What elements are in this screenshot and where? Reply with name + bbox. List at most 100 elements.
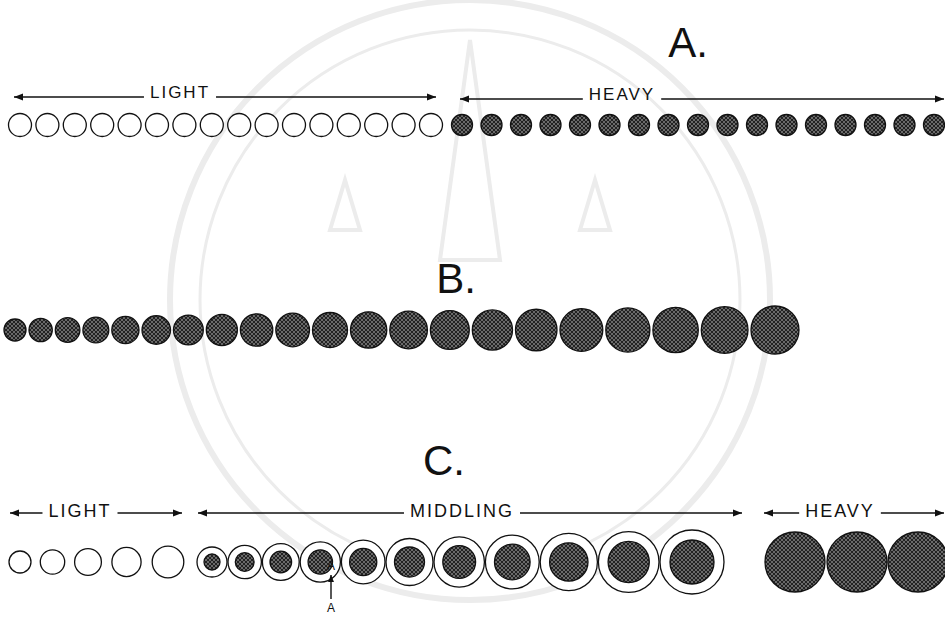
bracket-line [118, 512, 183, 513]
heavy-particle [55, 318, 80, 343]
heavy-particle [653, 307, 698, 352]
heavy-particle [29, 318, 52, 341]
light-particle [386, 539, 433, 586]
heavy-particle [270, 551, 292, 573]
class-label: HEAVY [589, 86, 655, 103]
bracket-line [14, 96, 144, 97]
light-particle [262, 544, 299, 581]
bracket-line [520, 512, 742, 513]
light-particle [9, 551, 31, 573]
light-particle [337, 114, 360, 137]
light-particle [173, 114, 196, 137]
heavy-particle [83, 317, 109, 343]
light-particle [36, 114, 59, 137]
bracket-arrowhead [10, 510, 19, 517]
heavy-particle [240, 314, 272, 346]
range-bracket [14, 96, 436, 97]
heavy-particle [395, 547, 425, 577]
light-particle [200, 114, 223, 137]
class-label: HEAVY [805, 502, 875, 520]
heavy-particle [276, 313, 310, 347]
light-particle [197, 547, 227, 577]
bracket-line [881, 512, 944, 513]
light-particle [228, 114, 251, 137]
light-particle [420, 114, 443, 137]
heavy-particle [701, 307, 748, 354]
heavy-particle [350, 548, 377, 575]
light-particle [152, 546, 184, 578]
heavy-particle [481, 115, 502, 136]
heavy-particle [806, 115, 827, 136]
bracket-arrowhead [460, 96, 469, 103]
watermark-seal [170, 0, 770, 600]
marker-arrowhead [328, 575, 334, 582]
light-particle [255, 114, 278, 137]
heavy-particle [142, 316, 171, 345]
heavy-particle [865, 115, 886, 136]
light-particle [660, 530, 724, 594]
heavy-particle [827, 532, 887, 592]
marker-letter: A [327, 602, 335, 614]
heavy-particle [174, 315, 204, 345]
heavy-particle [443, 546, 476, 579]
heavy-particle [606, 308, 650, 352]
row-letter: B. [436, 258, 476, 300]
heavy-particle [313, 313, 348, 348]
bracket-arrowhead [427, 94, 436, 101]
heavy-particle [924, 115, 945, 136]
bracket-line [460, 98, 583, 99]
light-particle [283, 114, 306, 137]
heavy-particle [390, 311, 428, 349]
heavy-particle [747, 115, 768, 136]
light-particle [300, 542, 340, 582]
class-label: MIDDLING [410, 502, 514, 520]
light-particle [228, 545, 261, 578]
bracket-arrowhead [733, 510, 742, 517]
bracket-arrowhead [764, 510, 773, 517]
range-bracket [460, 98, 944, 99]
light-particle [91, 114, 114, 137]
light-particle [118, 114, 141, 137]
light-particle [392, 114, 415, 137]
bracket-arrowhead [935, 510, 944, 517]
light-particle [434, 537, 484, 587]
light-particle [40, 550, 64, 574]
class-label: LIGHT [48, 502, 111, 520]
row-letter: C. [423, 440, 465, 482]
heavy-particle [688, 115, 709, 136]
bracket-line [661, 98, 944, 99]
light-particle [341, 540, 385, 584]
heavy-particle [430, 311, 469, 350]
heavy-particle [776, 115, 797, 136]
light-particle [75, 549, 102, 576]
heavy-particle [472, 310, 512, 350]
heavy-particle [235, 553, 254, 572]
heavy-particle [894, 115, 915, 136]
heavy-particle [658, 115, 679, 136]
heavy-particle [570, 115, 591, 136]
light-particle [310, 114, 333, 137]
light-particle [485, 535, 539, 589]
heavy-particle [550, 543, 588, 581]
heavy-particle [888, 532, 945, 592]
light-particle [146, 114, 169, 137]
heavy-particle [717, 115, 738, 136]
bracket-arrowhead [935, 96, 944, 103]
marker-letter: A [327, 560, 335, 572]
heavy-particle [765, 532, 825, 592]
bracket-arrowhead [173, 510, 182, 517]
light-particle [63, 114, 86, 137]
heavy-particle [608, 541, 649, 582]
heavy-particle [670, 540, 714, 584]
heavy-particle [835, 115, 856, 136]
bracket-line [216, 96, 436, 97]
row-letter: A. [668, 22, 708, 64]
heavy-particle [560, 309, 603, 352]
bracket-arrowhead [14, 94, 23, 101]
heavy-particle [4, 319, 26, 341]
heavy-particle [599, 115, 620, 136]
heavy-particle [516, 309, 558, 351]
light-particle [9, 114, 32, 137]
heavy-particle [629, 115, 650, 136]
